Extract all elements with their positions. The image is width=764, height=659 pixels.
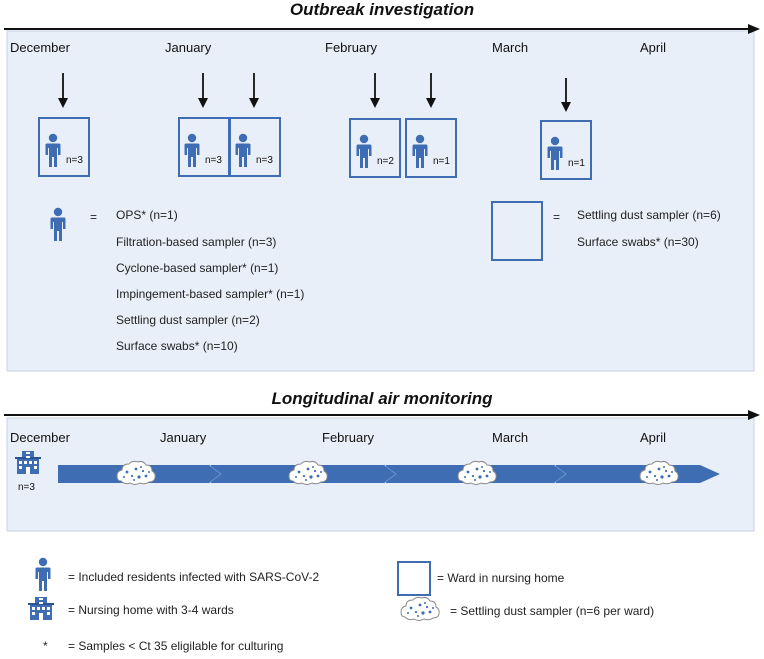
ward-march: n=1 xyxy=(540,78,592,180)
longitudinal-month-april: April xyxy=(640,430,666,445)
legend-person-item: Impingement-based sampler* (n=1) xyxy=(116,287,304,301)
outbreak-month-january: January xyxy=(165,40,212,55)
legend-ward-item: Settling dust sampler (n=6) xyxy=(577,208,721,222)
longitudinal-band xyxy=(58,464,720,484)
outbreak-panel xyxy=(6,30,755,372)
down-arrow-icon xyxy=(58,73,68,108)
key-dust-sampler-icon xyxy=(400,596,440,621)
down-arrow-icon xyxy=(198,73,208,108)
outbreak-month-february: February xyxy=(325,40,378,55)
longitudinal-month-february: February xyxy=(322,430,375,445)
ward-box xyxy=(405,118,457,178)
legend-ward-equals: = xyxy=(553,210,560,224)
ward-box xyxy=(229,117,281,177)
ward-count: n=3 xyxy=(66,155,83,166)
longitudinal-month-december: December xyxy=(10,430,71,445)
outbreak-timeline-arrow xyxy=(4,24,760,34)
key-resident-icon xyxy=(35,557,51,591)
outbreak-title: Outbreak investigation xyxy=(290,0,474,19)
ward-february-2: n=1 xyxy=(405,73,457,178)
ward-count: n=3 xyxy=(256,155,273,166)
legend-person-equals: = xyxy=(90,210,97,224)
down-arrow-icon xyxy=(249,73,259,108)
outbreak-month-december: December xyxy=(10,40,71,55)
down-arrow-icon xyxy=(370,73,380,108)
down-arrow-icon xyxy=(561,78,571,112)
key-nursing-home-icon xyxy=(28,597,54,620)
legend-person-item: Surface swabs* (n=10) xyxy=(116,339,238,353)
legend-person-item: Filtration-based sampler (n=3) xyxy=(116,235,276,249)
ward-box xyxy=(38,117,90,177)
ward-count: n=2 xyxy=(377,156,394,167)
ward-box xyxy=(540,120,592,180)
key-asterisk-text: = Samples < Ct 35 eligilable for culturi… xyxy=(68,639,283,653)
ward-box xyxy=(349,118,401,178)
key-resident-text: = Included residents infected with SARS-… xyxy=(68,570,319,584)
legend-person-item: Settling dust sampler (n=2) xyxy=(116,313,260,327)
longitudinal-month-march: March xyxy=(492,430,528,445)
legend-person-item: OPS* (n=1) xyxy=(116,208,178,222)
key-nursing-home-text: = Nursing home with 3-4 wards xyxy=(68,603,234,617)
legend-ward-box xyxy=(491,201,543,261)
ward-count: n=1 xyxy=(568,158,585,169)
longitudinal-timeline-arrow xyxy=(4,410,760,420)
longitudinal-month-january: January xyxy=(160,430,207,445)
ward-december: n=3 xyxy=(38,73,90,177)
ward-january-2: n=3 xyxy=(229,73,281,177)
longitudinal-title: Longitudinal air monitoring xyxy=(272,389,494,408)
key-dust-sampler-text: = Settling dust sampler (n=6 per ward) xyxy=(450,604,654,618)
legend-ward-item: Surface swabs* (n=30) xyxy=(577,235,699,249)
nursing-home-count: n=3 xyxy=(18,482,35,493)
key-ward-box xyxy=(397,561,431,596)
key-ward-text: = Ward in nursing home xyxy=(437,571,565,585)
ward-february-1: n=2 xyxy=(349,73,401,178)
legend-person-item: Cyclone-based sampler* (n=1) xyxy=(116,261,278,275)
ward-count: n=3 xyxy=(205,155,222,166)
outbreak-month-march: March xyxy=(492,40,528,55)
ward-count: n=1 xyxy=(433,156,450,167)
down-arrow-icon xyxy=(426,73,436,108)
key-asterisk-symbol: * xyxy=(43,639,48,653)
outbreak-month-april: April xyxy=(640,40,666,55)
